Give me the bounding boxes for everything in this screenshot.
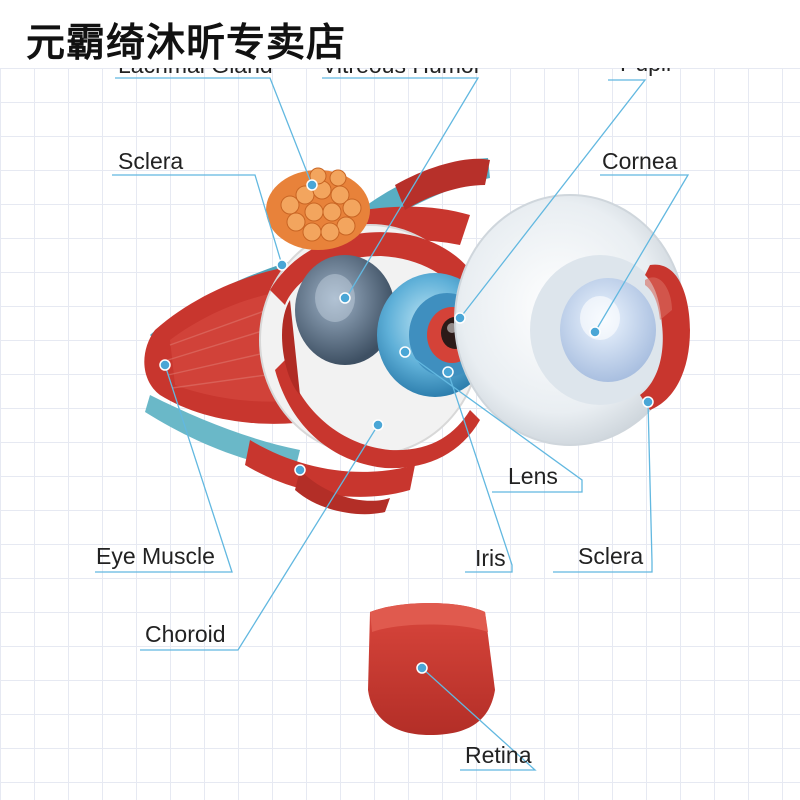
store-name: 元霸绮沐昕专卖店	[26, 21, 347, 66]
cornea-sclera-half	[454, 194, 690, 446]
retina-piece	[368, 603, 495, 735]
pointer-dots	[159, 179, 654, 674]
lacrimal-gland	[266, 167, 370, 250]
label-sclera-right: Sclera	[578, 543, 644, 569]
label-sclera-left: Sclera	[118, 148, 184, 174]
label-eye-muscle: Eye Muscle	[96, 543, 215, 569]
label-choroid: Choroid	[145, 621, 226, 647]
label-retina: Retina	[465, 742, 532, 768]
label-iris: Iris	[475, 545, 506, 571]
label-lens: Lens	[508, 463, 558, 489]
store-banner: 元霸绮沐昕专卖店	[0, 0, 800, 68]
leader-lines	[95, 77, 690, 771]
label-cornea: Cornea	[602, 148, 678, 174]
